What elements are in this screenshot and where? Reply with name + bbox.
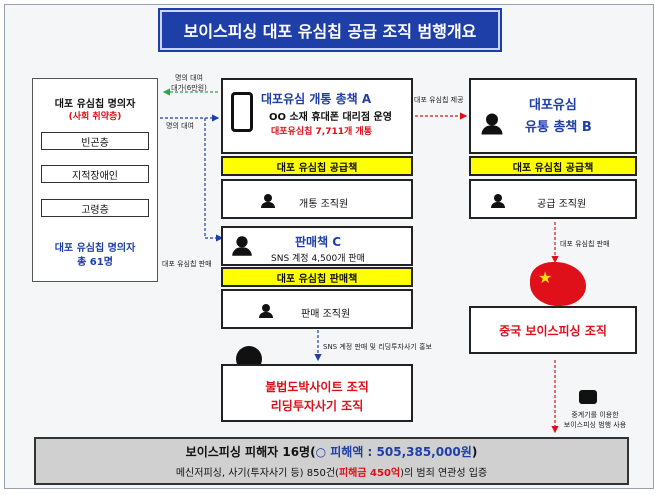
person-icon: [232, 236, 252, 256]
usim-sale-right-label: 대포 유심칩 판매: [560, 240, 610, 248]
summary-line-2: 메신저피싱, 사기(투자사기 등) 850건(피해금 450억)의 범죄 연관성…: [36, 464, 627, 479]
box-c-head: 판매책 C SNS 계정 4,500개 판매: [221, 226, 413, 266]
name-holder-heading: 대포 유심칩 명의자: [54, 99, 136, 110]
relay-device-icon: [579, 390, 597, 404]
gambling-line-2: 리딩투자사기 조직: [270, 399, 364, 413]
name-holder-box: 대포 유심칩 명의자 (사회 취약층) 빈곤층 지적장애인 고령층 대포 유심칩…: [32, 78, 158, 282]
star-icon: ★: [538, 268, 553, 287]
name-holder-subheading: (사회 취약층): [68, 112, 122, 122]
vulnerable-group-poor: 빈곤층: [41, 132, 149, 150]
box-a-role-bar: 대포 유심칩 공급책: [221, 156, 413, 176]
box-a-line: OO 소재 휴대폰 대리점 운영: [269, 112, 392, 123]
summary-line-1: 보이스피싱 피해자 16명(○ 피해액 : 505,385,000원): [36, 443, 627, 460]
gambling-line-1: 불법도박사이트 조직: [265, 380, 369, 394]
box-a-head: 대포유심 개통 총책 A OO 소재 휴대폰 대리점 운영 대포유심칩 7,71…: [221, 78, 413, 154]
box-a-detail: 대포유심칩 7,711개 개통: [271, 127, 372, 137]
box-b-head: 대포유심 유통 총책 B: [469, 78, 637, 154]
summary-conclusion: )의 범죄 연관성 입증: [400, 468, 488, 479]
summary-close-paren: ): [471, 445, 478, 459]
box-c-role-bar: 대포 유심칩 판매책: [221, 267, 413, 287]
china-group-box: 중국 보이스피싱 조직: [469, 306, 637, 354]
box-c-line: SNS 계정 4,500개 판매: [271, 254, 365, 264]
box-a-member-box: 개통 조직원: [221, 179, 413, 219]
usim-sale-left-label: 대포 유심칩 판매: [162, 260, 212, 268]
person-icon: [481, 113, 503, 135]
box-c-member: 판매 조직원: [301, 309, 351, 320]
summary-mark: ○: [315, 445, 327, 459]
vulnerable-group-disabled: 지적장애인: [41, 165, 149, 183]
summary-victims: 보이스피싱 피해자 16명(: [185, 445, 316, 459]
person-icon: [259, 304, 273, 318]
vulnerable-group-elderly: 고령층: [41, 199, 149, 217]
name-holder-count: 총 61명: [77, 257, 113, 268]
phone-icon: [231, 92, 253, 132]
fee-label: 명의 대여 대가(6만원): [171, 74, 207, 92]
summary-box: 보이스피싱 피해자 16명(○ 피해액 : 505,385,000원) 메신저피…: [34, 437, 629, 485]
box-b-title-1: 대포유심: [529, 98, 577, 113]
name-holder-footer: 대포 유심칩 명의자: [54, 243, 136, 254]
person-icon: [491, 194, 505, 208]
relay-label: 중계기를 이용한 보이스피싱 범행 사용: [563, 411, 627, 429]
usim-supply-label: 대포 유심칩 제공: [414, 96, 464, 104]
sns-sale-label: SNS 계정 판매 및 리딩투자사기 홍보: [323, 343, 432, 351]
box-a-member: 개통 조직원: [299, 199, 349, 210]
person-icon: [261, 194, 275, 208]
diagram-title: 보이스피싱 대포 유심칩 공급 조직 범행개요: [160, 10, 500, 50]
box-b-role-bar: 대포 유심칩 공급책: [469, 156, 637, 176]
box-b-member: 공급 조직원: [537, 199, 587, 210]
china-group-label: 중국 보이스피싱 조직: [499, 323, 607, 338]
summary-damage-total: 피해금 450억: [338, 468, 401, 479]
box-b-title-2: 유통 총책 B: [525, 120, 592, 135]
summary-cases: 메신저피싱, 사기(투자사기 등) 850건(: [175, 468, 339, 479]
gambling-box: 불법도박사이트 조직 리딩투자사기 조직: [221, 364, 413, 422]
box-a-title: 대포유심 개통 총책 A: [261, 92, 372, 106]
box-b-member-box: 공급 조직원: [469, 179, 637, 219]
name-lend-label: 명의 대여: [166, 122, 194, 130]
summary-damage-amount: 피해액 : 505,385,000원: [326, 445, 472, 459]
china-map-icon: ★: [530, 262, 586, 306]
box-c-member-box: 판매 조직원: [221, 289, 413, 329]
box-c-title: 판매책 C: [295, 235, 342, 249]
